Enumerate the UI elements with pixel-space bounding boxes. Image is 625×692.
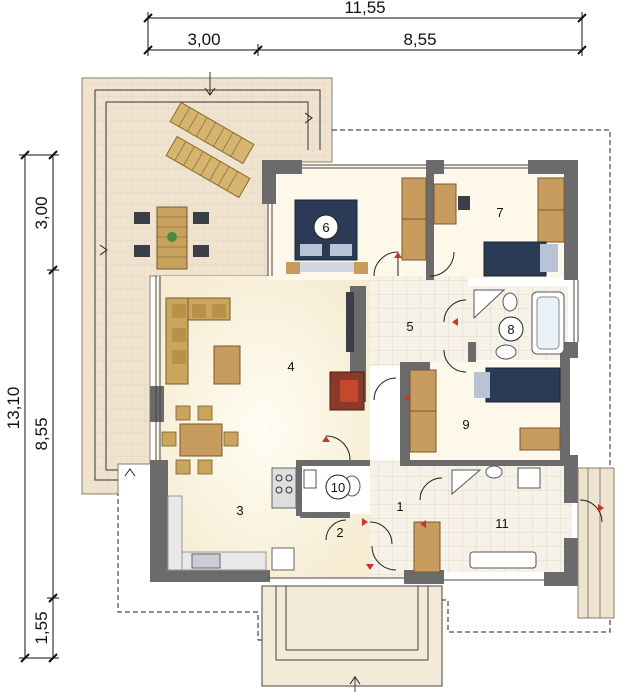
room-10-badge (325, 474, 351, 500)
doors (325, 251, 603, 571)
room-number-5: 5 (406, 319, 413, 334)
dim-depth-bottom: 1,55 (32, 611, 51, 644)
entrance-porch (261, 585, 443, 692)
living-4-furniture (165, 292, 365, 411)
dim-width-right: 8,55 (403, 30, 436, 49)
hall-1-furniture (413, 521, 441, 573)
roof-outline (117, 129, 611, 641)
door-arrows (322, 252, 604, 570)
dimension-ticks (20, 13, 587, 663)
bedroom-9-furniture (409, 367, 561, 453)
sun-loungers (165, 101, 255, 199)
dim-width-left: 3,00 (187, 30, 220, 49)
room-8-badge (498, 316, 524, 342)
room-number-3: 3 (236, 503, 243, 518)
room-number-10: 10 (331, 480, 345, 495)
room-number-7: 7 (496, 205, 503, 220)
dim-depth-top: 3,00 (32, 196, 51, 229)
dim-total-depth: 13,10 (4, 387, 23, 430)
side-porch (577, 467, 615, 619)
dining-furniture (161, 405, 239, 475)
entrance-arrow (349, 676, 361, 685)
terrace-dining-set (134, 206, 209, 270)
bedroom-6-furniture (286, 177, 427, 274)
bathroom-8-fixtures (473, 289, 565, 360)
room-number-2: 2 (336, 525, 343, 540)
room-number-6: 6 (322, 220, 329, 235)
terrace (81, 72, 333, 495)
bathroom-11-fixtures (451, 465, 541, 569)
room-number-1: 1 (396, 499, 403, 514)
room-labels: 6 7 8 5 4 9 10 1 3 2 11 (236, 205, 524, 540)
dim-depth-middle: 8,55 (32, 417, 51, 450)
dim-total-width: 11,55 (344, 0, 385, 17)
room-number-8: 8 (507, 322, 514, 337)
room-number-9: 9 (462, 417, 469, 432)
window-lines (155, 164, 579, 581)
kitchen-3-furniture (167, 467, 297, 571)
room-number-11: 11 (495, 516, 509, 531)
room-number-4: 4 (287, 359, 294, 374)
walls (150, 160, 578, 586)
bedroom-7-furniture (433, 177, 565, 277)
room-6-badge (313, 214, 339, 240)
